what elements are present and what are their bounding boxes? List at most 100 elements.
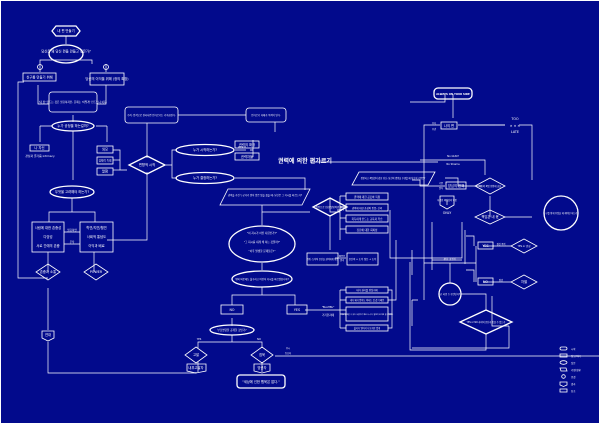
quote-line: "이 지시가 어떤 사람인가?" — [247, 231, 277, 235]
info-box — [48, 91, 98, 113]
yes-right-label: 편견 폭력 — [497, 242, 506, 246]
legend-process-icon — [559, 353, 568, 358]
box-bystander — [253, 363, 271, 374]
diamond-silence — [250, 346, 274, 364]
mini-label: 기준 — [439, 181, 443, 185]
box-make-friends-label: 친구를 만들기 위해 — [26, 74, 52, 79]
why-label: WHY? — [337, 209, 345, 212]
option-a-label: 외모 — [102, 147, 108, 152]
result-why-label: WHY? — [339, 255, 346, 258]
diamond-yes-reflect-label: YES or 반성 — [518, 244, 531, 248]
mid-label-b: 무작 — [70, 240, 75, 244]
ellipse-disclose — [209, 324, 255, 336]
yes-list-item-label: 나도 발편할 수 있는 사항이기 때문 (누구나 발편이 된다면 될 수 있다) — [341, 312, 394, 316]
connector-circle — [37, 64, 43, 70]
yes-list-item-label: 불리가 일어서 나오지만 없게 — [354, 326, 380, 330]
why-list-item — [345, 214, 389, 223]
option-b — [96, 156, 114, 165]
legend-pentagon-icon — [559, 381, 568, 387]
only-label: ONLY — [443, 211, 452, 215]
circle-whose-side-label: 난 과연 누구편인가? — [440, 292, 461, 296]
box-no-right — [477, 277, 494, 286]
option-a — [96, 145, 114, 154]
box-connections-line: 사회적 통념도 — [87, 234, 106, 239]
option-c-label: 말함 — [102, 169, 108, 174]
mid-label-a: 필요하면 — [67, 228, 77, 232]
legend-label: 정보/처리 — [571, 354, 581, 358]
no-small-label: NO — [257, 338, 261, 341]
why-list-item — [345, 192, 389, 201]
box-yes-mid — [286, 304, 308, 315]
box-power-expand — [234, 140, 260, 149]
box-connections-line: 학연/지연/혈연 — [86, 225, 106, 230]
quote-line: "이후 발생할 문제들은?" — [249, 249, 276, 253]
top-box-vertical — [124, 106, 179, 124]
ellipse-who-decides — [175, 171, 235, 185]
circle-why-label: 누구를 위해 무엇을 왜 해야만 하는가? — [544, 211, 580, 215]
why-list-item — [345, 225, 389, 234]
diamond-my-duty — [474, 209, 506, 225]
box-conscience — [445, 181, 467, 190]
legend-parallelogram-icon — [559, 367, 568, 372]
question-make-side — [48, 44, 84, 64]
ellipse-quotes — [228, 225, 296, 263]
mini-label: 원칙 — [439, 186, 443, 190]
late-label: LATE — [511, 130, 519, 134]
pentagon-responsibility-label: 자유인 책임감이 약함 — [437, 198, 457, 202]
para-power-order — [219, 188, 311, 206]
diamond-my-duty-label: 책임은 내 몫 — [481, 214, 498, 219]
diagram-title: 권력에 의한 편가르기 — [278, 157, 332, 165]
no-shame-label: No Shame — [446, 162, 460, 166]
yes-list-item-label: 내가 권리를 방질지에 — [356, 288, 377, 292]
box-delegate-label: 권위, 도덕적 판단을 권력에게 위임 — [307, 257, 339, 261]
box-delegate — [306, 252, 339, 266]
option-c — [96, 167, 114, 176]
terminal-always-label: ALWAYS ON YOUR SIDE — [436, 92, 470, 96]
legend-label: 연결 — [571, 375, 575, 379]
pentagon-responsibility — [439, 195, 455, 210]
box-respect — [31, 221, 65, 253]
box-power-holders — [234, 152, 260, 161]
why-list-item-label: 획득하게 만드는 교육과 학습 — [351, 217, 383, 221]
legend-circle-icon — [561, 374, 566, 379]
box-connections — [79, 221, 114, 253]
question-who-side-label: 누가 공정을 하는걸까? — [57, 123, 88, 128]
diamond-conflict — [474, 177, 506, 195]
legend-label: 질문 — [571, 361, 576, 365]
diamond-bias-start-label: 편향적 시작 — [139, 162, 155, 167]
box-for-goal — [89, 72, 125, 86]
me-side-note: 관심과 즐거움 intimacy — [25, 154, 55, 158]
box-yes-mid-label: YES — [294, 308, 300, 312]
box-bystander-label: 방관자 — [257, 365, 266, 370]
para-power-order-label: 권력을 가진 누군가가 원치 않은 일을 했을 때, 당신은 그 지시를 따르는… — [228, 193, 303, 197]
box-power-expand-label: 권력의 확장 — [239, 142, 255, 147]
ellipse-follow — [231, 270, 293, 288]
connector-lines — [17, 36, 600, 382]
top-box-purpose-label: 편가르기 자체가 목적이 된다. — [251, 113, 281, 117]
terminal-always — [433, 87, 473, 100]
legend-ellipse-icon — [559, 360, 568, 365]
diamond-respect-label: 존중과 소통 — [40, 269, 56, 274]
box-judgment — [346, 252, 379, 266]
diamond-power-label: POWER — [90, 270, 103, 274]
legend-terminal-icon — [559, 346, 568, 351]
box-me-side-label: 나 자신 — [34, 145, 44, 150]
why-list-item-label: 권력에 대한 공포와 복종 — [354, 195, 381, 199]
box-whistleblower-label: 내부고발자 — [188, 365, 203, 370]
box-no-mid — [220, 304, 244, 315]
ellipse-who-starts-label: 누가 시작하는가? — [193, 147, 217, 152]
diamond-no-exclude — [510, 274, 538, 290]
ellipse-disclose-label: 부당명령을 공개할 것인가? — [217, 328, 247, 332]
side-label: 무관 — [432, 127, 436, 131]
right-label: 무시 — [286, 346, 290, 350]
question-make-side-label: 당신은 왜 당신 편을 만들고 싶은가? — [41, 49, 91, 54]
box-no-right-label: NO — [483, 280, 488, 284]
diamond-power — [83, 263, 109, 281]
quote-line: "그 지시를 내게 왜 하는 것일까?" — [244, 240, 281, 244]
legend-label: 가정/상황 — [571, 368, 581, 372]
question-consider — [49, 185, 95, 199]
para-responsible-label: 정말하고 책임감이 강한 당신, 당신의 명령을 수행할 때 당신의 기준은? — [361, 176, 426, 180]
top-box-vertical-label: 수직, 임직으로 갈라나면 편가르기는 가속화된다. — [127, 113, 176, 117]
connector-circle — [103, 64, 109, 70]
diamond-yes-or-no-label: YES or NO 사이의 판단과 맞설 수 있는가 — [467, 320, 506, 324]
